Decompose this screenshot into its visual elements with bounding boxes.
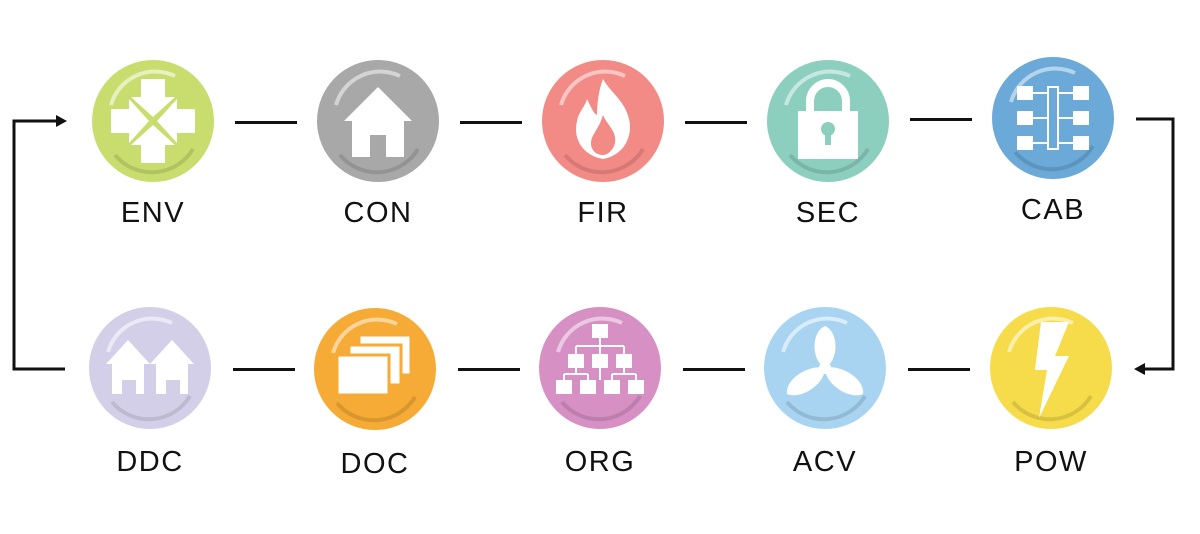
connector-sec-cab: [910, 118, 972, 121]
house-icon: [344, 87, 412, 157]
node-label-doc: DOC: [340, 448, 410, 480]
connector-pow-acv: [908, 368, 970, 371]
node-org[interactable]: [538, 306, 662, 430]
org-chart-icon: [556, 324, 644, 394]
left-arrowhead-icon: [56, 115, 67, 127]
node-sec[interactable]: [766, 59, 890, 183]
connector-fir-sec: [685, 121, 747, 124]
fan-icon: [786, 326, 864, 396]
node-ddc[interactable]: [88, 306, 212, 430]
node-doc[interactable]: [313, 307, 437, 431]
node-con[interactable]: [316, 59, 440, 183]
node-label-env: ENV: [120, 197, 186, 229]
node-acv[interactable]: [763, 306, 887, 430]
node-label-acv: ACV: [792, 446, 858, 478]
right-loop-arrow: [1136, 117, 1175, 371]
node-label-cab: CAB: [1020, 194, 1086, 226]
connector-org-doc: [458, 368, 520, 371]
node-label-con: CON: [343, 197, 413, 229]
padlock-icon: [798, 79, 858, 159]
node-label-sec: SEC: [795, 197, 861, 229]
node-label-pow: POW: [1014, 446, 1088, 478]
node-cab[interactable]: [991, 56, 1115, 180]
twin-houses-icon: [106, 340, 194, 394]
node-pow[interactable]: [989, 306, 1113, 430]
node-label-ddc: DDC: [116, 446, 184, 478]
right-arrowhead-icon: [1134, 363, 1145, 375]
cabling-icon: [1017, 86, 1089, 150]
connector-con-fir: [460, 121, 522, 124]
node-label-org: ORG: [564, 446, 636, 478]
flame-icon: [576, 79, 630, 159]
node-label-fir: FIR: [577, 197, 629, 229]
stacked-documents-icon: [335, 333, 413, 397]
node-fir[interactable]: [541, 59, 665, 183]
connector-acv-org: [683, 368, 745, 371]
node-env[interactable]: [91, 59, 215, 183]
left-loop-arrow: [12, 119, 65, 371]
connector-env-con: [235, 121, 297, 124]
lightning-bolt-icon: [1035, 322, 1069, 418]
connector-doc-ddc: [233, 368, 295, 371]
arrows-inward-icon: [111, 79, 195, 163]
